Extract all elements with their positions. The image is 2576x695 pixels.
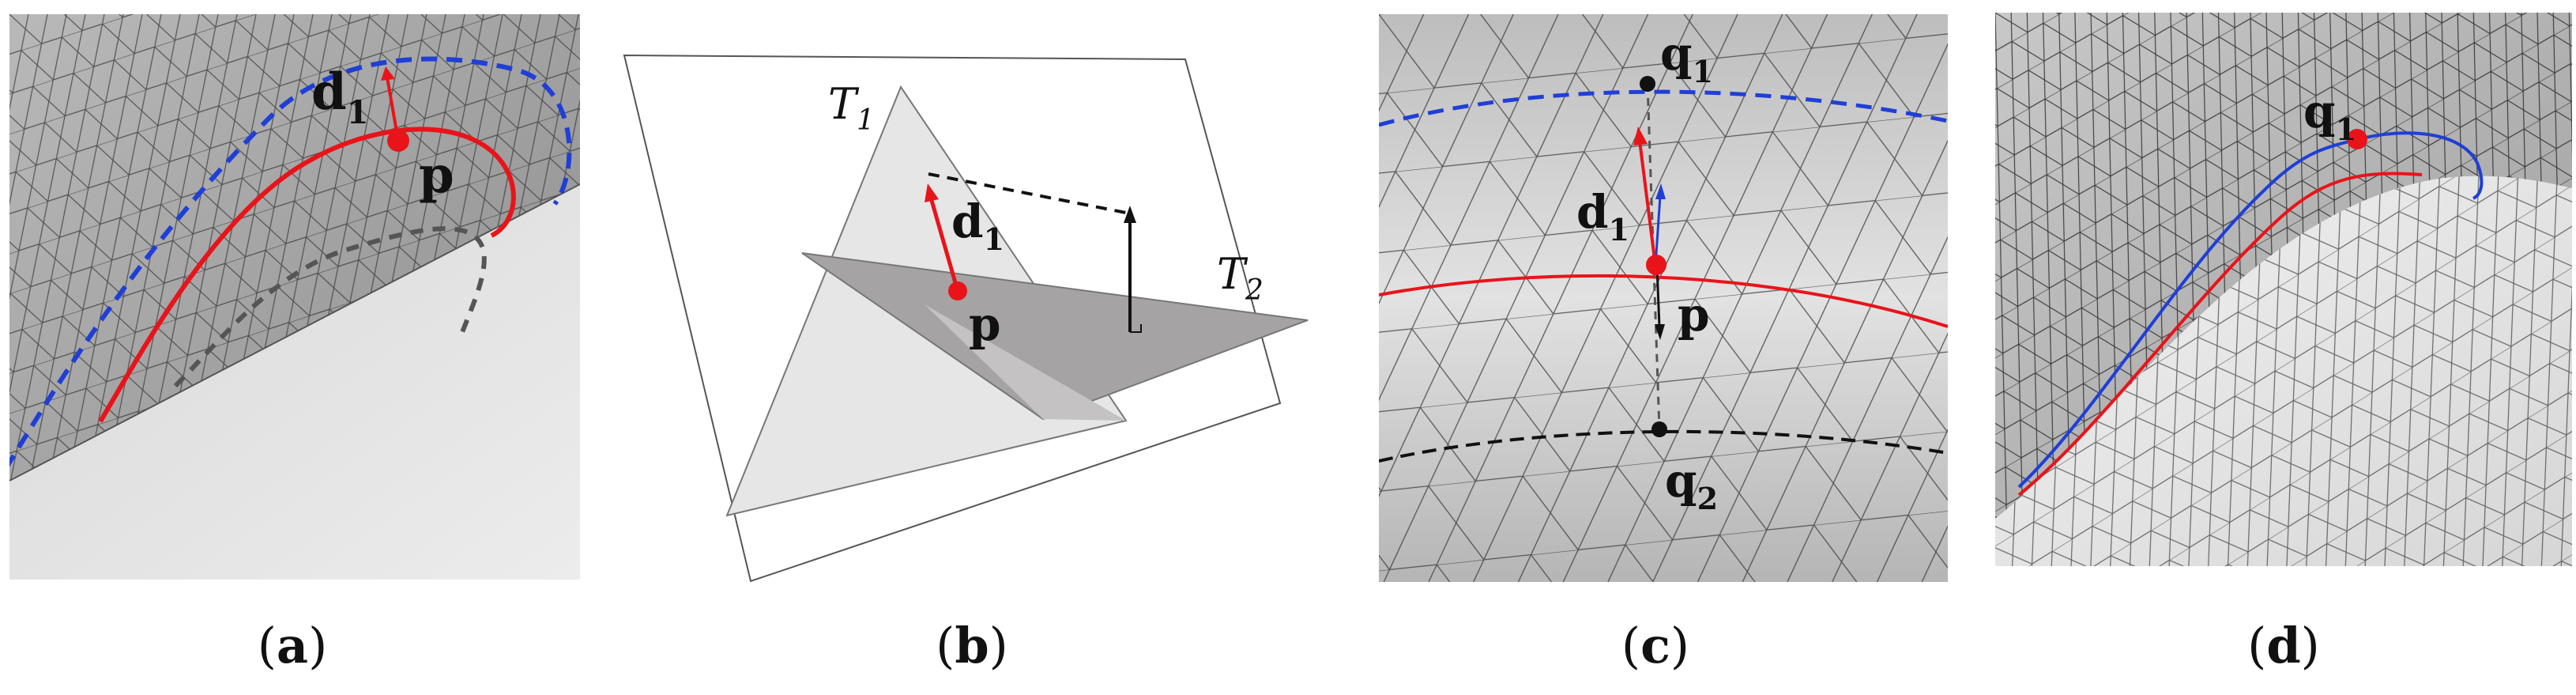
panel-c: q1 d1 p q2 [1379,14,1948,582]
down-arrow [1655,266,1661,327]
caption-a: (a) [257,617,328,674]
point-q1 [2347,129,2367,149]
feature-curve [1379,274,1948,328]
point-q1 [1640,76,1655,92]
t1-label: T1 [828,79,875,137]
triangle-mesh [1379,14,1948,582]
q1-label: q1 [1660,27,1713,89]
panel-b: T1 T2 d1 p [616,16,1335,585]
panel-d: q1 [1995,13,2572,566]
point-p [948,281,967,300]
projection-line [928,172,1131,215]
caption-b: (b) [936,617,1008,674]
q1-label: q1 [2303,85,2356,147]
caption-c: (c) [1621,617,1690,674]
panel-a: d1 p [9,14,580,580]
offset-curve-top [1379,89,1948,127]
offset-curve [2017,131,2484,489]
feature-curve [98,127,516,423]
point-q2 [1651,421,1667,437]
t2-label: T2 [1217,249,1264,307]
feature-curve [2017,172,2423,497]
point-p [1646,255,1666,275]
vector-label: d1 [311,62,369,131]
caption-d: (d) [2247,617,2320,674]
q2-label: q2 [1665,454,1718,516]
panel-c-figure: q1 d1 p q2 [1379,14,1948,582]
point-label: p [419,145,454,205]
panel-a-figure: d1 p [9,14,580,580]
triangle-t2 [801,252,1309,421]
vector-label: d1 [951,195,1004,257]
point-label: p [1678,288,1710,342]
blue-arrow [1654,195,1662,266]
hidden-curve [173,226,487,388]
vector-label: d1 [1576,185,1629,247]
direction-arrow [1638,140,1657,266]
point-p [387,130,409,152]
panel-d-figure: q1 [1995,13,2572,566]
direction-arrow [928,197,960,292]
floor-surface [9,184,580,580]
offset-curve [9,56,572,467]
point-label: p [969,297,1001,351]
panel-b-figure: T1 T2 d1 p [623,54,1309,583]
offset-curve-bottom [1379,429,1948,463]
